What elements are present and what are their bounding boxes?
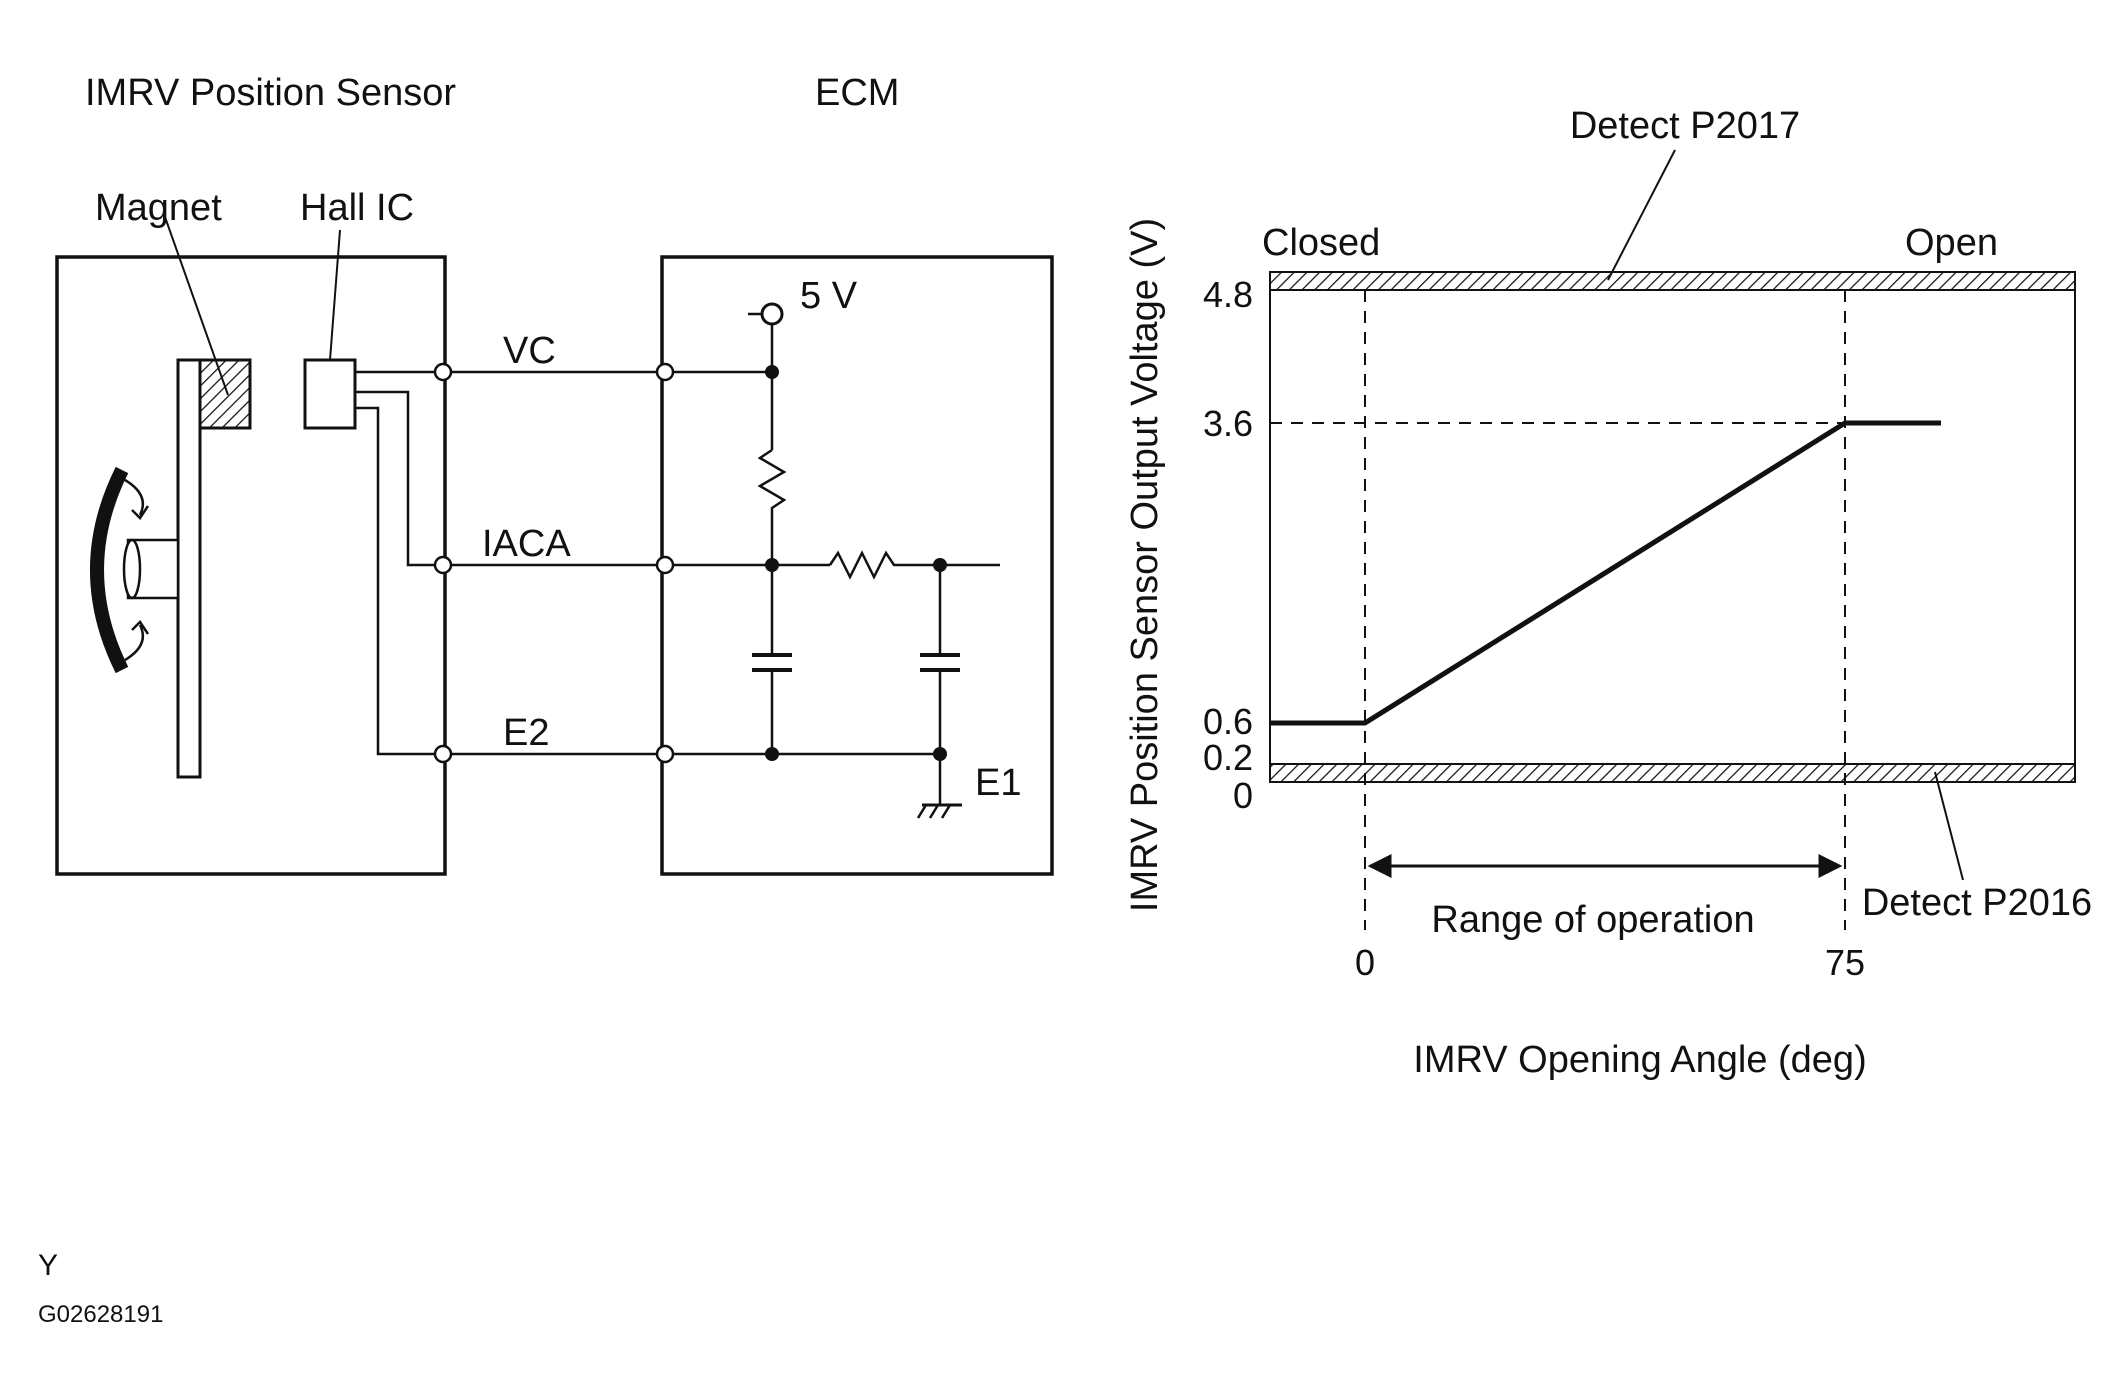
junction-dot (765, 747, 779, 761)
ecm-terminal-vc (655, 362, 675, 382)
open-label: Open (1905, 222, 1998, 264)
x-tick-label: 75 (1825, 942, 1865, 983)
ecm-terminal-iaca (655, 555, 675, 575)
sensor-box (55, 255, 447, 876)
hall-ic-label: Hall IC (300, 187, 414, 229)
iaca-internal-wire (355, 390, 443, 567)
x-tick-label: 0 (1355, 942, 1375, 983)
magnet-leader (164, 216, 229, 396)
junction-dot (765, 365, 779, 379)
x-axis-title: IMRV Opening Angle (deg) (1413, 1039, 1866, 1081)
output-voltage-line (1270, 420, 1941, 726)
magnet-label: Magnet (95, 187, 222, 229)
hall-ic (303, 358, 357, 430)
y-axis-title: IMRV Position Sensor Output Voltage (V) (1124, 218, 1166, 912)
ground-icon (916, 803, 962, 819)
pullup-resistor (757, 448, 787, 565)
junction-dot (933, 558, 947, 572)
junction-dot (933, 747, 947, 761)
sensor-title: IMRV Position Sensor (85, 72, 456, 114)
hall-ic-leader (329, 229, 341, 361)
junction-dot (765, 558, 779, 572)
figure-id: G02628191 (38, 1301, 163, 1328)
magnet (198, 358, 252, 430)
e2-internal-wire (355, 406, 443, 756)
y-tick-label: 0.6 (1203, 701, 1253, 742)
rotation-icon (90, 466, 180, 674)
voltage-chart: Range of operation Detect P2017 Detect P… (1124, 105, 2092, 1081)
iaca-label: IACA (482, 523, 571, 565)
e1-label: E1 (975, 762, 1021, 804)
detect-low-label: Detect P2016 (1862, 882, 2092, 924)
shaft-plate (176, 358, 202, 779)
supply-label: 5 V (800, 275, 858, 317)
sensor-terminal-iaca (433, 555, 453, 575)
supply-terminal (760, 302, 784, 326)
y-tick-label: 4.8 (1203, 274, 1253, 315)
sensor-terminal-e2 (433, 744, 453, 764)
y-tick-label: 0 (1233, 775, 1253, 816)
detect-low-band (1269, 763, 2076, 783)
detect-high-label: Detect P2017 (1570, 105, 1800, 147)
closed-label: Closed (1262, 222, 1380, 264)
vc-label: VC (503, 330, 556, 372)
detect-high-band (1269, 271, 2076, 291)
footer-code: Y (38, 1249, 58, 1282)
e2-label: E2 (503, 712, 549, 754)
ecm-title: ECM (815, 72, 899, 114)
detect-high-leader (1607, 149, 1676, 281)
y-tick-label: 0.2 (1203, 737, 1253, 778)
series-resistor (828, 550, 1000, 580)
ecm-terminal-e2 (655, 744, 675, 764)
detect-low-leader (1934, 771, 1964, 881)
y-tick-label: 3.6 (1203, 403, 1253, 444)
circuit-diagram: IMRV Position Sensor ECM Magnet Hall IC (55, 72, 1054, 876)
range-label: Range of operation (1431, 899, 1754, 941)
sensor-terminal-vc (433, 362, 453, 382)
